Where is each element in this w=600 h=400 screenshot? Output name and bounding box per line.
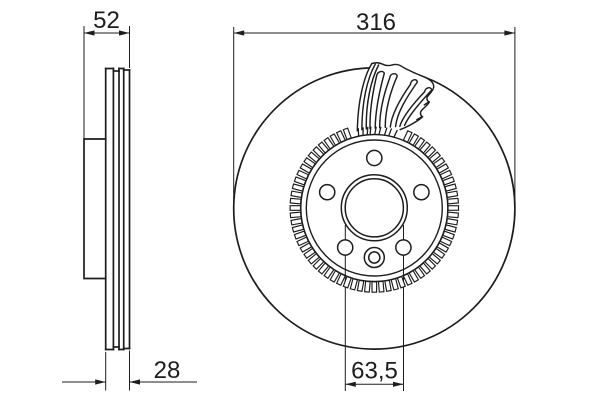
tone-ring-tooth (290, 190, 303, 199)
tone-ring-tooth (364, 280, 371, 293)
vane-strip-line (374, 126, 377, 135)
dimension-center-bore: 63,5 (345, 358, 404, 387)
cutaway-torn-edge (399, 77, 435, 131)
arrowhead-left-pointing (129, 379, 140, 385)
tone-ring-tooth (445, 190, 459, 199)
tone-ring-tooth (356, 279, 365, 292)
arrowhead-left (233, 30, 245, 36)
dimension-label-outer-diameter: 316 (356, 9, 396, 36)
tone-ring-tooth (446, 197, 460, 205)
vane-strip-group (357, 126, 398, 138)
vane-strip-line (357, 128, 360, 137)
tone-ring-tooth (349, 277, 359, 291)
vane-finger (378, 73, 398, 129)
vane-strip-line (362, 127, 364, 136)
vane-strip-line (393, 129, 398, 138)
locating-pin-hole (363, 246, 386, 269)
vane-cutaway (356, 62, 435, 138)
bolt-hole (318, 183, 336, 201)
tone-ring-tooth (444, 183, 457, 192)
tone-ring-tooth (444, 224, 457, 233)
arrowhead-right (504, 30, 515, 36)
tear-marks (416, 101, 430, 121)
tone-ring-root-circle (300, 133, 449, 283)
dimension-hat-width: 52 (83, 7, 130, 139)
tone-ring-tooth (289, 211, 302, 219)
tone-ring-tooth (291, 183, 305, 192)
dimension-label-hat-width: 52 (93, 7, 120, 34)
disc-hat-outline (83, 138, 107, 280)
arrowhead-right (119, 30, 130, 36)
dimension-label-thickness: 28 (154, 357, 181, 384)
bolt-holes (318, 149, 430, 256)
vane-finger (369, 70, 386, 130)
vane-strip-line (378, 126, 382, 135)
arrowhead-right-pointing (95, 379, 106, 385)
dimension-thickness: 28 (62, 350, 197, 391)
tone-ring-tooth (377, 280, 385, 293)
friction-ring-section (104, 67, 131, 351)
bore-circle (344, 177, 405, 238)
tone-ring-tooth (289, 197, 302, 205)
bolt-hole (365, 149, 383, 167)
center-bore (340, 174, 409, 242)
arrowhead-left (345, 381, 356, 387)
tone-ring-tooth (371, 281, 378, 293)
bolt-hole (336, 239, 354, 256)
vane-finger (389, 78, 419, 128)
vane-strip-line (369, 126, 372, 135)
arrowhead-left (84, 30, 95, 36)
tone-ring-tooth (289, 205, 302, 211)
front-view: 316 (232, 9, 516, 391)
dimension-label-center-bore: 63,5 (351, 358, 398, 385)
tone-ring-tooth (290, 217, 303, 226)
vane-curve (365, 64, 380, 130)
bolt-hole (395, 239, 412, 256)
vane-finger (399, 86, 433, 128)
tone-ring-tooth (446, 211, 460, 219)
tone-ring-tooth (384, 279, 392, 292)
arrowhead-right (393, 381, 404, 387)
vane-strip-line (366, 126, 369, 135)
pin-hole-inner (367, 251, 381, 264)
vane-curve (361, 63, 376, 131)
tone-ring-tooth (447, 205, 460, 211)
vane-strip-line (383, 127, 388, 136)
tone-ring-tooth (390, 277, 400, 291)
tone-ring-tooth (445, 217, 459, 226)
tone-ring-tooth (291, 224, 305, 233)
bolt-hole (413, 183, 430, 201)
section-view: 52 28 (62, 7, 197, 391)
cutaway-left-edge (356, 62, 373, 132)
vane-strip-line (388, 128, 393, 137)
tone-ring-inner-circle (305, 139, 443, 277)
cutaway-top-edge (371, 62, 429, 80)
dimension-outer-diameter: 316 (233, 9, 516, 209)
